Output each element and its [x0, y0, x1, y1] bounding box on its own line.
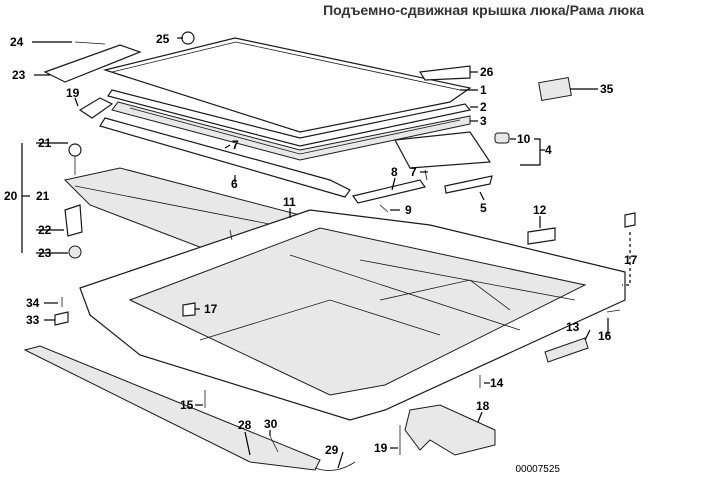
- callout-1: 1: [480, 83, 487, 97]
- sunroof-frame: [79, 209, 626, 421]
- callout-22: 21: [36, 189, 50, 203]
- callout-26: 23: [12, 68, 26, 82]
- cable: [314, 461, 356, 471]
- callout-25: 23: [38, 246, 52, 260]
- callout-19: 19: [374, 441, 388, 455]
- callout-15: 16: [598, 329, 612, 343]
- callout-34: 34: [26, 296, 40, 310]
- callout-16: 15: [180, 398, 194, 412]
- callout-29: 26: [480, 65, 494, 79]
- callout-33: 33: [26, 313, 40, 327]
- callout-10: 10: [517, 132, 531, 146]
- callout-21: 20: [4, 189, 18, 203]
- callout-30: 28: [238, 418, 252, 432]
- callout-4: 4: [545, 143, 552, 157]
- callout-17a: 17: [624, 253, 638, 267]
- callout-9: 9: [405, 203, 412, 217]
- callout-13: 13: [566, 320, 580, 334]
- reference-code: 00007525: [515, 464, 561, 475]
- panel-seal: [107, 89, 472, 147]
- callout-11: 11: [283, 195, 296, 209]
- callout-23: 21: [38, 136, 52, 150]
- callout-2: 2: [480, 100, 487, 114]
- callout-18: 18: [476, 399, 490, 413]
- callout-5: 5: [480, 201, 487, 215]
- callout-8: 8: [391, 165, 398, 179]
- callout-28: 25: [156, 32, 170, 46]
- bracket-rail: [99, 117, 351, 198]
- drive-bracket: [404, 404, 496, 456]
- callout-7a: 7: [232, 138, 239, 152]
- callout-labels: 24 23 25 26 35 1 2 3 10 4 19 21 20 21 22…: [4, 32, 638, 457]
- callout-35: 35: [600, 82, 614, 96]
- callout-3: 3: [480, 114, 487, 128]
- callout-12: 12: [533, 203, 547, 217]
- guide-rail: [394, 131, 510, 169]
- small-parts: [43, 31, 636, 455]
- callout-20: 19: [66, 86, 80, 100]
- sunroof-glass-panel: [102, 37, 472, 133]
- leader-lines: [21, 37, 631, 469]
- callout-6: 6: [231, 177, 238, 191]
- callout-14: 14: [490, 376, 504, 390]
- page-title: Подъемно-сдвижная крышка люка/Рама люка: [323, 2, 644, 18]
- callout-32: 30: [264, 417, 278, 431]
- callout-7b: 7: [410, 165, 417, 179]
- panel-frame: [111, 101, 471, 161]
- callout-27: 24: [10, 35, 24, 49]
- callout-24: 22: [38, 223, 52, 237]
- callout-31: 29: [325, 443, 339, 457]
- callout-17b: 17: [204, 302, 218, 316]
